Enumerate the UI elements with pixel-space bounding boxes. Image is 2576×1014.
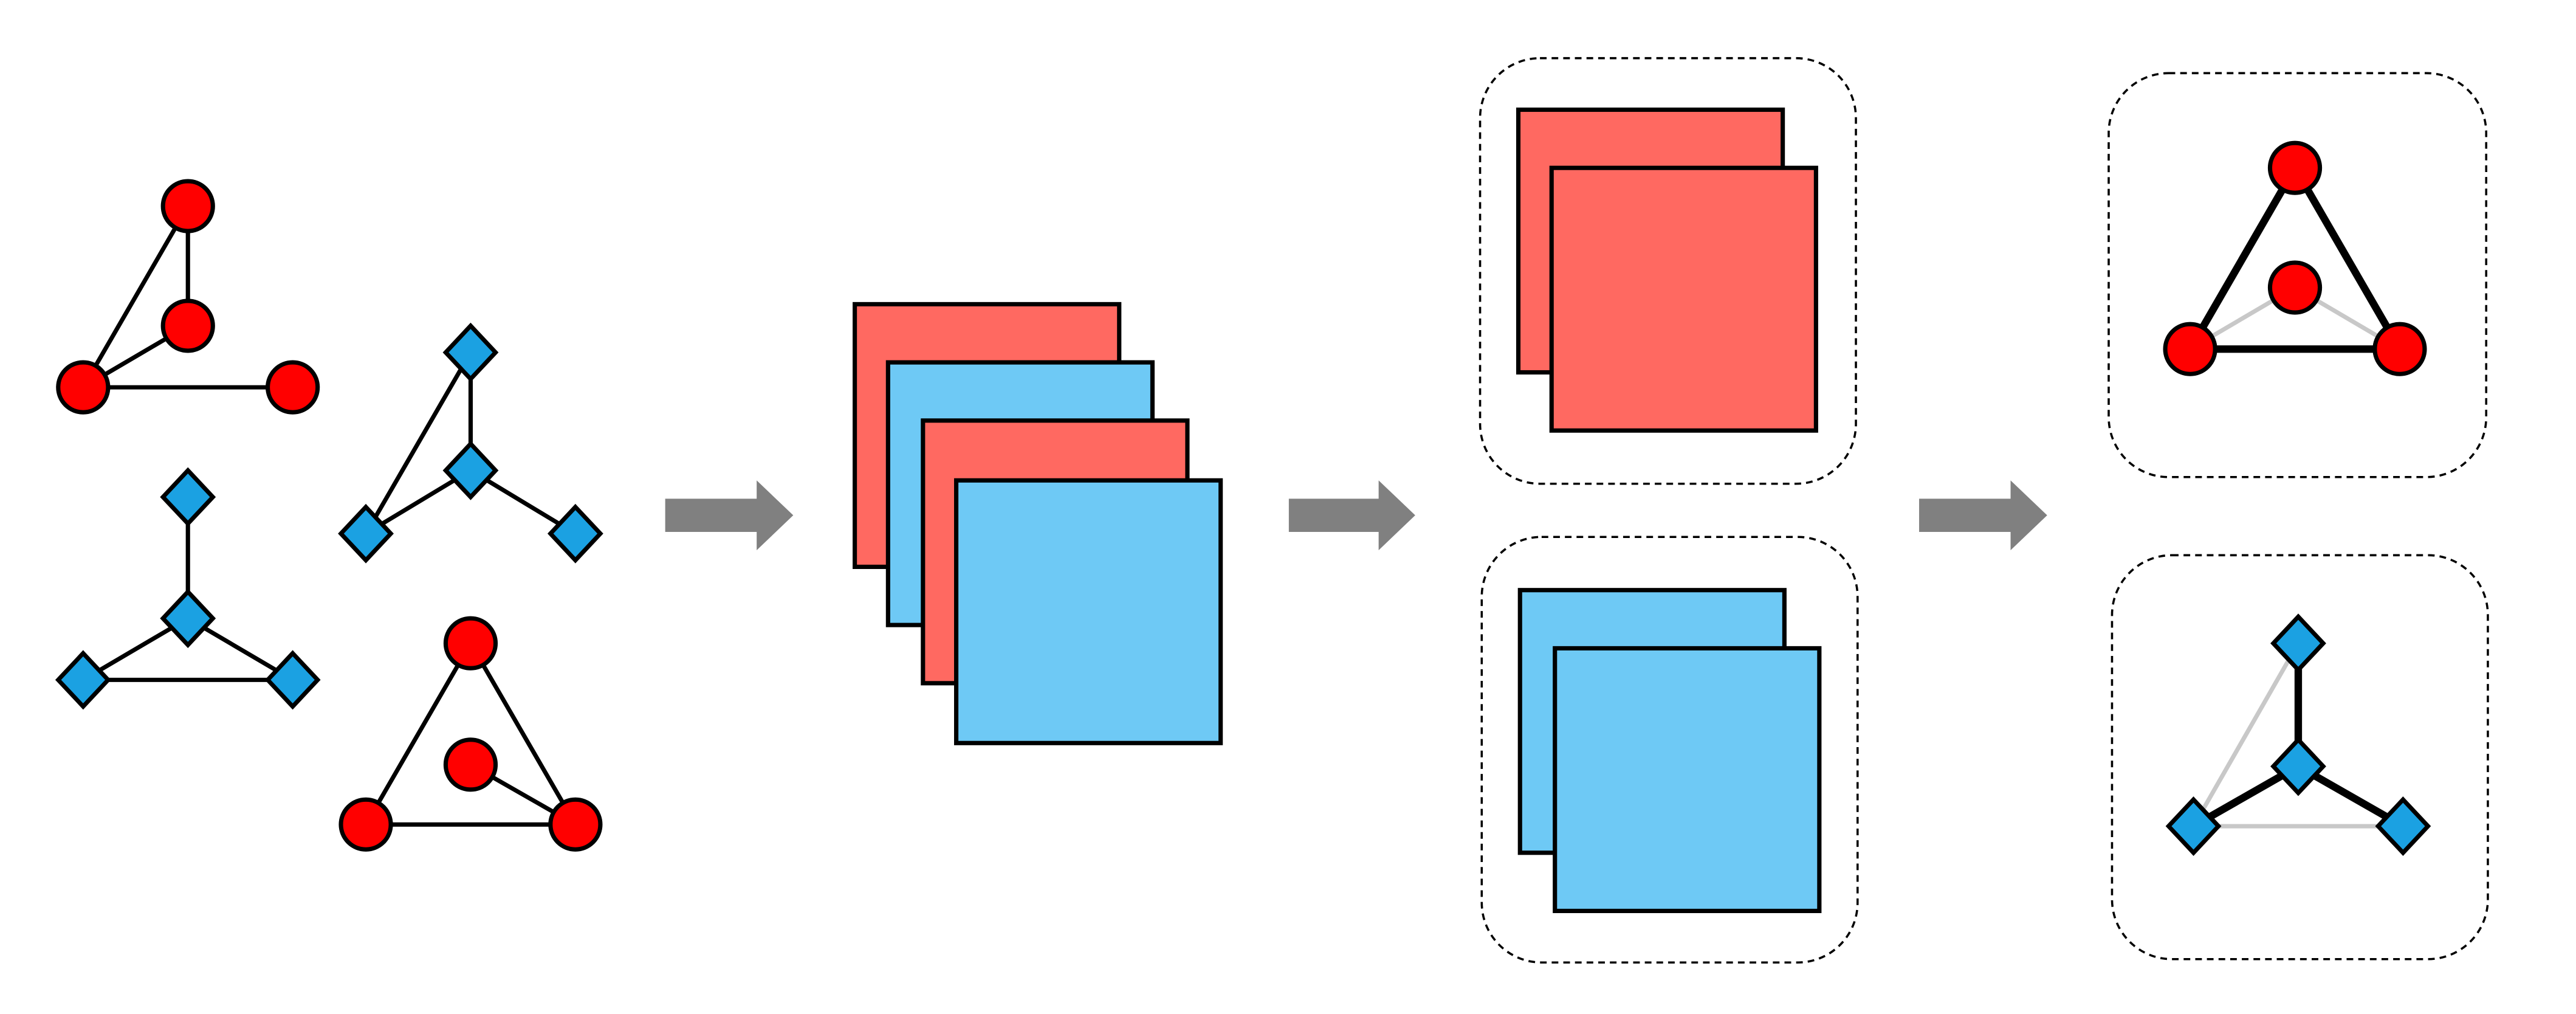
blue-node bbox=[160, 588, 216, 649]
input-graphs bbox=[55, 179, 603, 852]
strong-edge bbox=[2292, 166, 2403, 351]
arrow-2 bbox=[1288, 480, 1415, 551]
red-graph-1 bbox=[56, 179, 320, 415]
red-prototype bbox=[2107, 72, 2488, 478]
blue-node bbox=[442, 322, 499, 382]
blue-node bbox=[2270, 613, 2326, 674]
prototype-border bbox=[2107, 72, 2488, 478]
red-node bbox=[56, 360, 111, 415]
blue-node bbox=[160, 467, 216, 527]
cluster-border bbox=[1480, 536, 1859, 964]
blue-node bbox=[2375, 796, 2431, 856]
arrow-3 bbox=[1919, 480, 2047, 551]
edge bbox=[363, 351, 473, 535]
red-node bbox=[266, 360, 320, 415]
blue-prototype bbox=[2111, 554, 2489, 961]
red-cluster bbox=[1479, 57, 1857, 485]
red-node bbox=[2267, 260, 2323, 315]
red-node bbox=[338, 797, 393, 852]
blue-node bbox=[55, 650, 111, 710]
prototypes bbox=[2107, 72, 2489, 961]
red-node bbox=[160, 179, 215, 233]
arrow-1 bbox=[665, 480, 794, 551]
embedding-stack bbox=[853, 302, 1223, 745]
blue-node bbox=[2165, 796, 2222, 856]
red-card bbox=[1549, 165, 1818, 433]
blue-node bbox=[264, 650, 321, 710]
blue-cluster bbox=[1480, 536, 1859, 964]
red-node bbox=[443, 737, 498, 792]
prototype-border bbox=[2111, 554, 2489, 961]
blue-graph-1 bbox=[338, 322, 603, 564]
clusters bbox=[1479, 57, 1859, 964]
edge bbox=[363, 642, 473, 826]
red-node bbox=[2267, 140, 2323, 195]
edge bbox=[81, 205, 190, 388]
blue-card bbox=[1553, 646, 1822, 914]
blue-graph-2 bbox=[55, 467, 321, 710]
red-node bbox=[2372, 322, 2427, 376]
blue-node bbox=[2270, 736, 2326, 796]
edge bbox=[469, 642, 577, 826]
strong-edge bbox=[2186, 166, 2298, 351]
red-node bbox=[443, 616, 498, 671]
faded-edge bbox=[2191, 642, 2301, 827]
red-graph-2 bbox=[338, 616, 603, 852]
blue-node bbox=[442, 440, 499, 500]
blue-card bbox=[953, 478, 1223, 745]
red-node bbox=[2163, 322, 2217, 376]
blue-node bbox=[338, 503, 394, 564]
red-node bbox=[548, 797, 603, 852]
blue-node bbox=[547, 503, 603, 564]
red-node bbox=[160, 298, 215, 353]
